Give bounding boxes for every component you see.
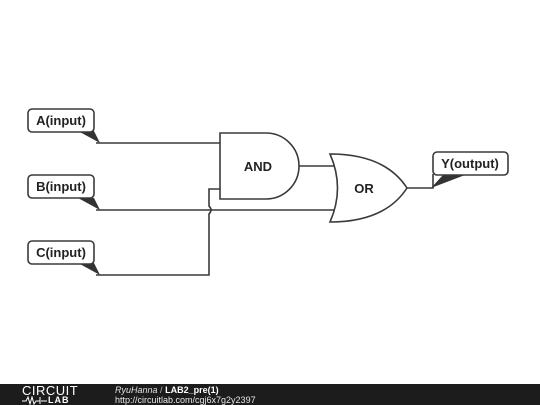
logo-text-bottom: LAB bbox=[48, 395, 70, 405]
input-label-c: C(input) bbox=[36, 245, 86, 260]
schematic-diagram: AND OR A(input) B(input) C(input) bbox=[27, 108, 509, 276]
footer-bar: CIRCUIT LAB RyuHanna / LAB2_pre(1) http:… bbox=[0, 384, 540, 405]
logo-text-top: CIRCUIT bbox=[22, 383, 79, 398]
resistor-wave-icon bbox=[22, 396, 47, 405]
and-gate[interactable]: AND bbox=[219, 132, 300, 200]
input-label-b: B(input) bbox=[36, 179, 86, 194]
and-gate-label: AND bbox=[244, 159, 272, 174]
circuitlab-logo[interactable]: CIRCUIT LAB bbox=[22, 384, 102, 405]
path-separator: / bbox=[160, 385, 163, 395]
circuit-info: RyuHanna / LAB2_pre(1) http://circuitlab… bbox=[115, 385, 256, 405]
pin-pointer-icon bbox=[78, 263, 100, 275]
circuit-title[interactable]: LAB2_pre(1) bbox=[165, 385, 219, 395]
input-pin-c[interactable]: C(input) bbox=[27, 240, 100, 275]
pin-pointer-icon bbox=[78, 198, 100, 210]
pin-pointer-icon bbox=[431, 175, 465, 188]
pin-pointer-icon bbox=[78, 131, 100, 143]
input-label-a: A(input) bbox=[36, 113, 86, 128]
circuit-url-link[interactable]: http://circuitlab.com/cgj6x7g2y2397 bbox=[115, 395, 256, 405]
or-gate[interactable]: OR bbox=[328, 153, 408, 223]
author-name[interactable]: RyuHanna bbox=[115, 385, 158, 395]
input-pin-b[interactable]: B(input) bbox=[27, 174, 100, 210]
wire-c-to-and bbox=[96, 188, 220, 276]
wire-or-to-y bbox=[407, 174, 434, 189]
input-pin-a[interactable]: A(input) bbox=[27, 108, 100, 143]
or-gate-label: OR bbox=[354, 181, 374, 196]
output-label-y: Y(output) bbox=[441, 156, 499, 171]
output-pin-y[interactable]: Y(output) bbox=[431, 151, 509, 188]
